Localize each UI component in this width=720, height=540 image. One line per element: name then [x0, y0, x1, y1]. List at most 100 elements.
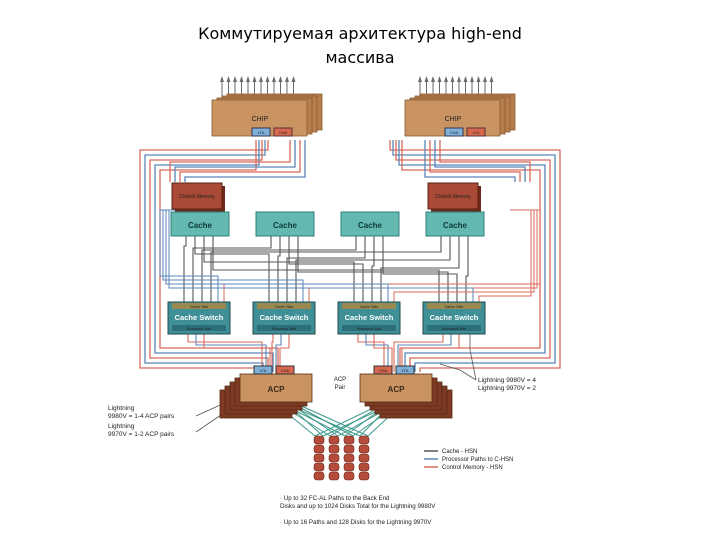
- chip-io-arrowhead: [418, 76, 422, 82]
- cache-switch-link: [371, 236, 375, 302]
- control-memory-label: Control Memory: [435, 194, 471, 200]
- disk-unit: [313, 462, 325, 472]
- chip-io-arrowhead: [252, 76, 257, 82]
- chip-port: [466, 127, 486, 137]
- slide-title: Коммутируемая архитектура high-end масси…: [0, 22, 720, 70]
- chip-io-arrowhead: [470, 76, 474, 82]
- cache-switch-top-strip: [342, 303, 396, 309]
- disk-unit: [343, 462, 355, 472]
- memory-loop-left: [179, 140, 301, 182]
- cache-label: Cache: [188, 221, 213, 230]
- chip-io-arrowhead: [457, 76, 461, 82]
- acp-port: [395, 365, 415, 375]
- acp-port-label: CHA: [379, 368, 388, 373]
- cache-switch-link: [203, 236, 355, 302]
- control-memory-block: [427, 182, 479, 210]
- outer-loop-right: [398, 140, 546, 372]
- cache-switch-label: Cache Switch: [260, 313, 309, 322]
- switch-acp-link: [275, 334, 282, 372]
- disk-unit: [313, 444, 325, 454]
- cache-switch-bottom-strip: [427, 325, 481, 331]
- acp-port: [275, 365, 295, 375]
- cache-switch-top-strip: [427, 303, 481, 309]
- chip-io-arrowhead: [450, 76, 455, 82]
- chip-io-arrowhead: [463, 76, 468, 82]
- cache-switch-bottom-label: Processor Side: [442, 327, 466, 331]
- lightning-9980v-label: Lightning 9980V = 4: [478, 377, 536, 384]
- switch-acp-link: [373, 334, 393, 372]
- memory-loop-left: [174, 140, 296, 182]
- switch-acp-link: [279, 334, 290, 372]
- cache-block: [340, 211, 400, 237]
- control-memory-label: Control Memory: [179, 194, 215, 200]
- lightning-pointer: [439, 363, 477, 381]
- memory-loop-right: [434, 140, 526, 182]
- disk-unit: [313, 435, 325, 445]
- chip-io-arrowhead: [233, 76, 237, 82]
- disk-unit: [328, 444, 340, 454]
- acp-label: ACP: [388, 385, 406, 394]
- chip-io-arrowhead: [431, 76, 435, 82]
- disk-unit: [358, 471, 370, 481]
- outer-loop-left: [144, 140, 266, 372]
- outer-loop-right: [395, 140, 551, 372]
- chip-label: CHIP: [445, 116, 462, 123]
- acp-pair-label: Pair: [335, 385, 346, 391]
- switch-acp-link: [203, 334, 271, 372]
- chip-port-label: LTA: [258, 130, 265, 135]
- switch-acp-link: [187, 334, 263, 372]
- cache-switch-link: [194, 236, 270, 302]
- cache-switch-link: [286, 236, 366, 302]
- chip-io-arrowhead: [220, 76, 224, 82]
- cache-switch-label: Cache Switch: [430, 313, 479, 322]
- disk-unit: [328, 435, 340, 445]
- cache-switch-top-label: Cache Side: [190, 305, 209, 309]
- cache-switch-link: [210, 236, 442, 302]
- disk-unit: [328, 471, 340, 481]
- chip-io-arrowhead: [239, 76, 244, 82]
- disk-unit: [343, 435, 355, 445]
- cache-switch-link: [297, 236, 449, 302]
- cache-switch-top-strip: [257, 303, 311, 309]
- footnote: · Up to 16 Paths and 128 Disks for the L…: [280, 519, 432, 526]
- lightning-left-label: 9980V = 1-4 ACP pairs: [108, 413, 175, 420]
- disk-unit: [358, 462, 370, 472]
- cache-switch-link: [295, 236, 451, 302]
- footnote: Disks and up to 1024 Disks Total for the…: [280, 503, 436, 510]
- switch-acp-link: [271, 334, 274, 372]
- disk-unit: [313, 471, 325, 481]
- cache-switch-bottom-label: Processor Side: [357, 327, 381, 331]
- cache-switch-bottom-strip: [257, 325, 311, 331]
- cache-switch-link: [192, 236, 272, 302]
- switch-acp-link: [195, 334, 267, 372]
- diagram-nodes: [167, 93, 516, 481]
- chip-io-arrowhead: [278, 76, 283, 82]
- lightning-pointer: [469, 330, 477, 381]
- cache-switch-link: [277, 236, 281, 302]
- cache-switch-top-strip: [172, 303, 226, 309]
- lightning-left-label: 9970V = 1-2 ACP pairs: [108, 431, 175, 438]
- lightning-9970v-label: Lightning 9970V = 2: [478, 385, 536, 392]
- chip-port-label: CHA: [279, 130, 288, 135]
- chip-port-label: CHA: [450, 130, 459, 135]
- chip-io-arrowhead: [489, 76, 494, 82]
- outer-loop-left: [159, 140, 279, 372]
- legend-item-label: Control Memory - HSN: [442, 465, 503, 471]
- cache-switch-link: [288, 236, 364, 302]
- acp-port-label: CHA: [281, 368, 290, 373]
- disk-unit: [313, 453, 325, 463]
- cache-switch-link: [212, 236, 440, 302]
- chip-io-arrowhead: [265, 76, 270, 82]
- cache-label: Cache: [358, 221, 383, 230]
- cache-switch-bottom-strip: [342, 325, 396, 331]
- cache-switch-link: [465, 236, 469, 302]
- cache-label: Cache: [443, 221, 468, 230]
- chip-port: [444, 127, 464, 137]
- chip-port-label: LTA: [473, 130, 480, 135]
- legend-item-label: Processor Paths to C-HSN: [442, 457, 513, 463]
- chip-port: [273, 127, 293, 137]
- chip-io-arrowhead: [476, 76, 481, 82]
- disk-unit: [343, 471, 355, 481]
- outer-loop-left: [149, 140, 269, 372]
